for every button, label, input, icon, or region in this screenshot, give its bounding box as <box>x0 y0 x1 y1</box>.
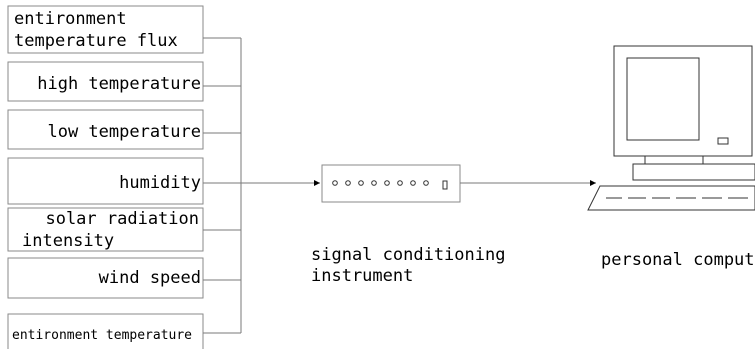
sensor-label-line: temperature flux <box>14 31 178 51</box>
sensor-label-line: intensity <box>22 231 114 251</box>
sensor-label-line: entironment <box>14 9 127 29</box>
svg-text:entironment: entironment <box>14 9 127 29</box>
sensor-box-env-temp-flux: entironment temperature flux <box>7 5 204 54</box>
sensor-label-line: entironment temperature <box>12 328 192 343</box>
sensor-box-humidity: humidity <box>7 157 204 205</box>
sensor-wires <box>203 37 242 334</box>
computer-label: personal computer <box>601 250 755 270</box>
sensor-label-line: wind speed <box>99 268 201 288</box>
computer-icon <box>587 45 755 211</box>
sensor-label-line: humidity <box>119 173 201 193</box>
instrument-switch-icon <box>442 180 448 190</box>
sensor-label-line: low temperature <box>47 122 201 142</box>
sensor-box-high-temp: high temperature <box>7 61 204 102</box>
sensor-box-solar-radiation: solar radiation intensity <box>7 207 204 252</box>
sensor-box-env-temp: entironment temperature <box>7 313 204 349</box>
sensor-box-wind-speed: wind speed <box>7 257 204 299</box>
sensor-label-line: high temperature <box>37 74 201 94</box>
sensor-label-line: solar radiation <box>45 209 199 229</box>
instrument-label-line1: signal conditioning <box>311 245 505 265</box>
instrument-indicator-dots <box>332 180 429 186</box>
sensor-box-low-temp: low temperature <box>7 109 204 150</box>
svg-text:temperature flux: temperature flux <box>14 31 178 51</box>
instrument-label-line2: instrument <box>311 266 413 286</box>
signal-conditioning-instrument <box>321 164 461 203</box>
